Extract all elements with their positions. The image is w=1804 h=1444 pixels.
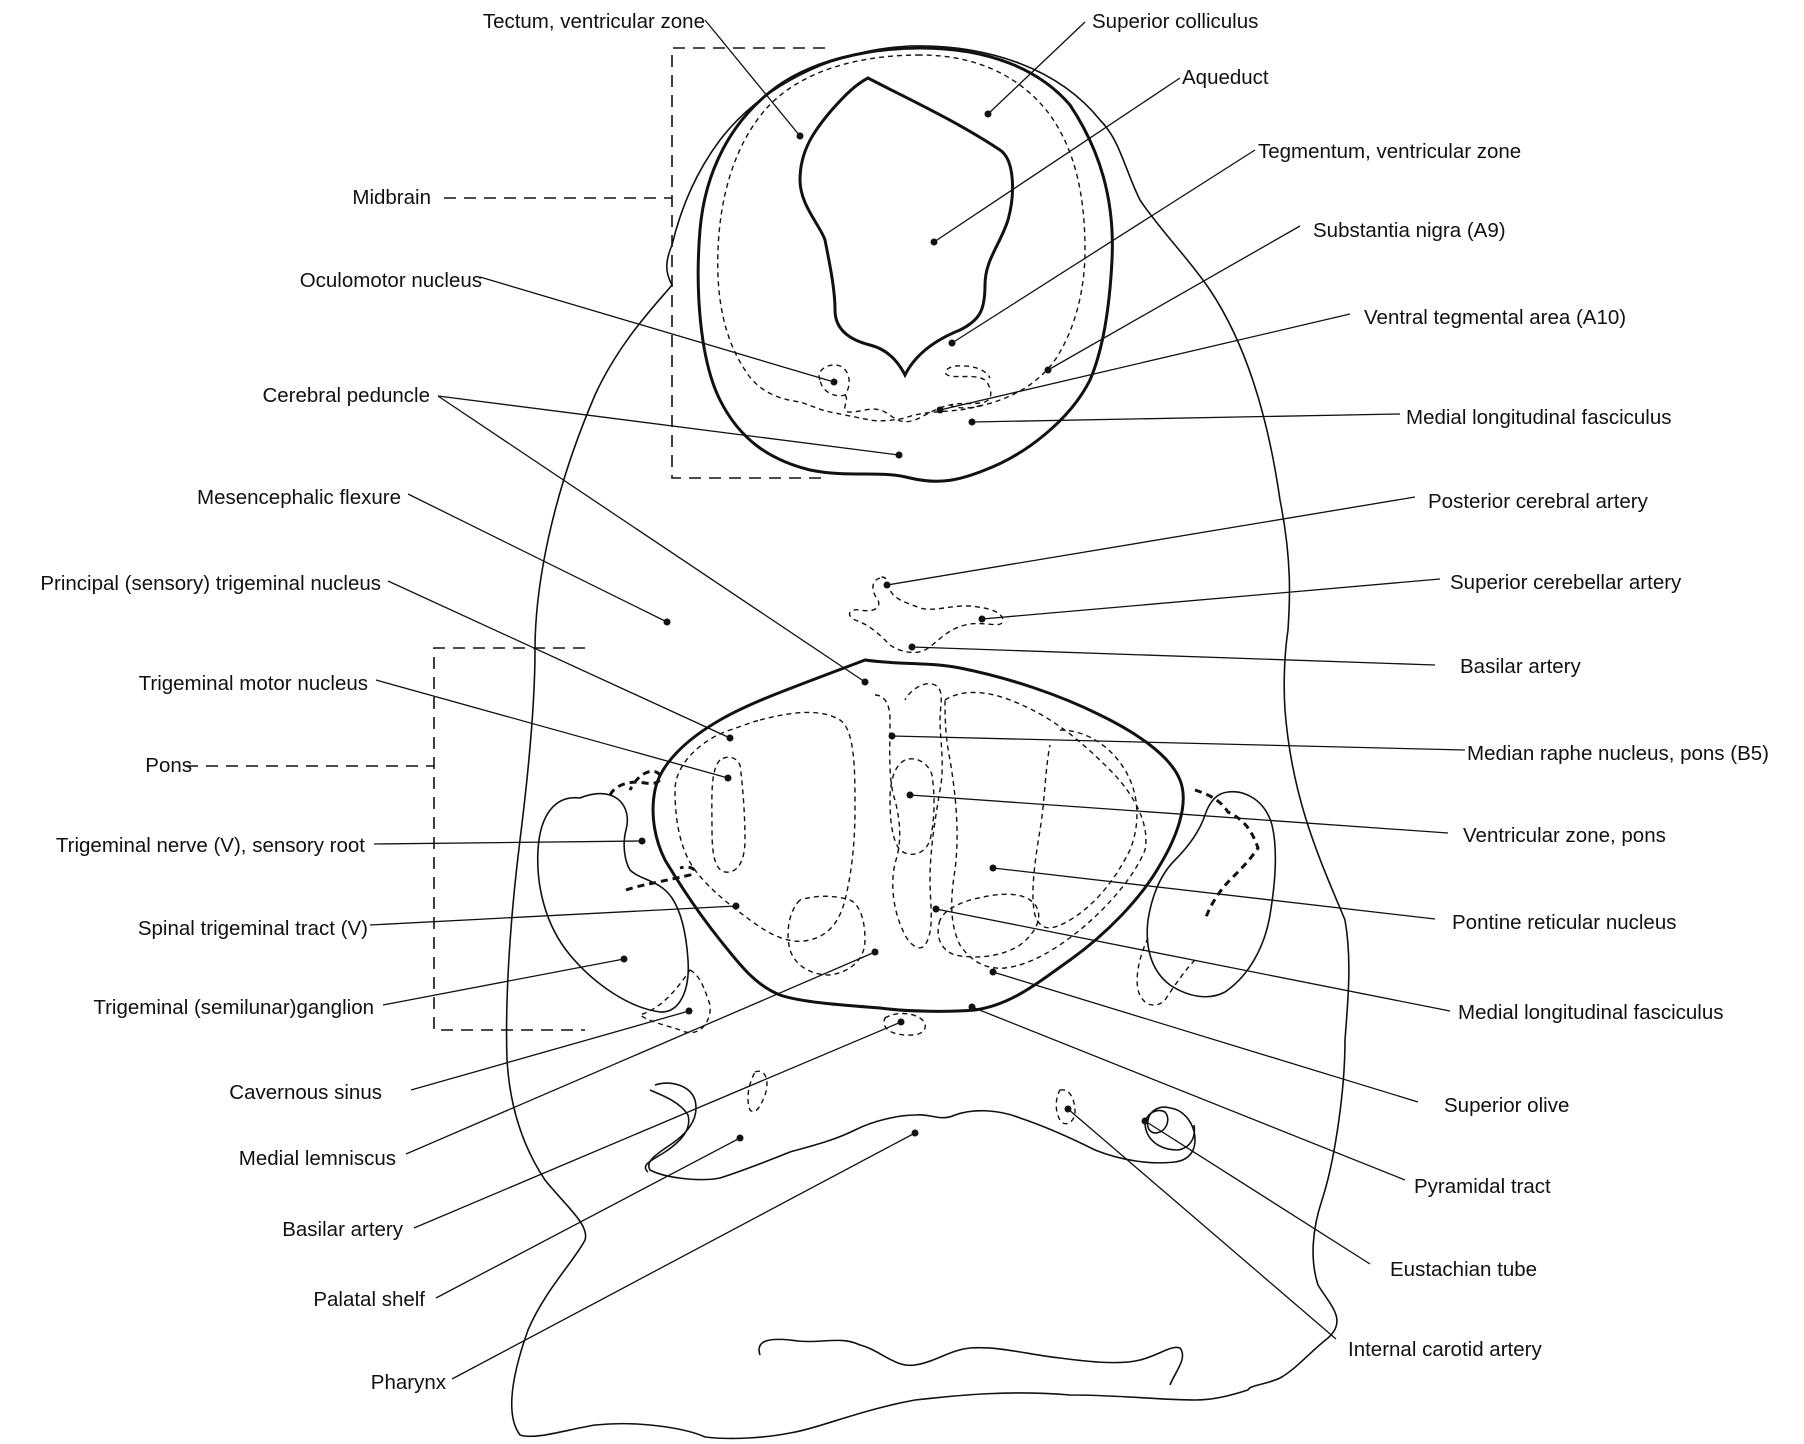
midbrain-bracket	[444, 48, 825, 478]
trigeminal-ganglion-left	[538, 771, 710, 1032]
label-cavernous-sinus: Cavernous sinus	[229, 1081, 382, 1104]
label-median-raphe: Median raphe nucleus, pons (B5)	[1467, 742, 1769, 765]
label-tectum-vz: Tectum, ventricular zone	[483, 10, 705, 33]
artery-cluster	[850, 577, 1003, 652]
label-pyramidal-tract: Pyramidal tract	[1414, 1175, 1551, 1198]
outer-head-outline	[507, 46, 1349, 1439]
label-cerebral-peduncle: Cerebral peduncle	[262, 384, 430, 407]
label-posterior-cerebral-artery: Posterior cerebral artery	[1428, 490, 1649, 513]
label-tegmentum-vz: Tegmentum, ventricular zone	[1258, 140, 1521, 163]
pons-outline	[653, 660, 1183, 1011]
label-trigeminal-sensory-root: Trigeminal nerve (V), sensory root	[56, 834, 365, 857]
label-superior-olive: Superior olive	[1444, 1094, 1569, 1117]
label-eustachian-tube: Eustachian tube	[1390, 1258, 1537, 1281]
label-vta: Ventral tegmental area (A10)	[1364, 306, 1626, 329]
label-palatal-shelf: Palatal shelf	[313, 1288, 425, 1311]
label-superior-cerebellar-artery: Superior cerebellar artery	[1450, 571, 1682, 594]
label-aqueduct: Aqueduct	[1182, 66, 1269, 89]
labels: Tectum, ventricular zone Superior collic…	[40, 10, 1769, 1394]
label-medial-lemniscus: Medial lemniscus	[239, 1147, 396, 1170]
label-trigeminal-motor: Trigeminal motor nucleus	[139, 672, 368, 695]
label-midbrain: Midbrain	[352, 186, 431, 209]
label-substantia-nigra: Substantia nigra (A9)	[1313, 219, 1506, 242]
label-mesencephalic-flexure: Mesencephalic flexure	[197, 486, 401, 509]
midbrain-outline	[698, 48, 1112, 481]
label-mlf-top: Medial longitudinal fasciculus	[1406, 406, 1672, 429]
label-pontine-reticular: Pontine reticular nucleus	[1452, 911, 1677, 934]
midbrain-ventral-dashed	[845, 366, 991, 422]
label-pharynx: Pharynx	[371, 1371, 447, 1394]
label-principal-trigeminal: Principal (sensory) trigeminal nucleus	[40, 572, 381, 595]
midbrain-section	[698, 48, 1112, 481]
label-mlf-bottom: Medial longitudinal fasciculus	[1458, 1001, 1724, 1024]
label-internal-carotid: Internal carotid artery	[1348, 1338, 1542, 1361]
label-spinal-trigeminal-tract: Spinal trigeminal tract (V)	[138, 917, 368, 940]
label-ventricular-zone-pons: Ventricular zone, pons	[1463, 824, 1666, 847]
small-vessels	[748, 1014, 1075, 1124]
label-superior-colliculus: Superior colliculus	[1092, 10, 1258, 33]
pons-section	[653, 660, 1183, 1011]
aqueduct-outline	[800, 78, 1013, 375]
label-basilar-artery-left: Basilar artery	[282, 1218, 404, 1241]
label-basilar-artery-right: Basilar artery	[1460, 655, 1582, 678]
oral-cavity-outline	[645, 1083, 1195, 1179]
label-trigeminal-ganglion: Trigeminal (semilunar)ganglion	[93, 996, 374, 1019]
label-oculomotor: Oculomotor nucleus	[300, 269, 482, 292]
label-pons: Pons	[145, 754, 192, 777]
